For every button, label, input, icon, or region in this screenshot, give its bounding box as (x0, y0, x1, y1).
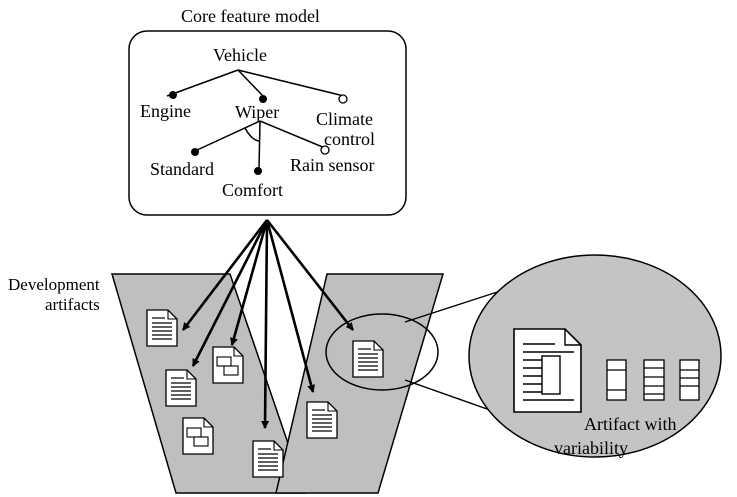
document-icon (306, 401, 338, 439)
model-document-icon (182, 417, 214, 455)
variant-strips (606, 359, 700, 401)
feature-climate-line2: control (324, 129, 375, 149)
feature-engine: Engine (140, 101, 191, 121)
zoom-label-line2: variability (554, 438, 628, 458)
climate-optional-circle (338, 94, 348, 104)
wiper-mandatory-dot (259, 95, 267, 103)
dev-artifacts-label-line2: artifacts (45, 295, 100, 314)
document-icon (352, 340, 384, 378)
trace-arrows (181, 219, 355, 429)
zoom-label-line1: Artifact with (584, 414, 677, 434)
engine-mandatory-dot (169, 91, 177, 99)
variable-artifact-icon (513, 328, 582, 413)
feature-climate-line1: Climate (316, 109, 373, 129)
feature-comfort: Comfort (222, 180, 283, 200)
document-icon (165, 369, 197, 407)
feature-rain-sensor: Rain sensor (290, 155, 375, 175)
feature-standard: Standard (150, 159, 214, 179)
variant-strip-3 (679, 359, 700, 401)
rain-sensor-optional-circle (320, 145, 330, 155)
feature-model-title: Core feature model (181, 6, 320, 26)
document-icon (252, 440, 284, 478)
artifact-panel-right (275, 273, 445, 494)
comfort-mandatory-dot (254, 167, 262, 175)
variant-strip-1 (606, 359, 627, 401)
document-icon (146, 309, 178, 347)
variant-strip-2 (643, 359, 665, 401)
feature-nodes (169, 91, 348, 175)
highlight-ellipse (325, 313, 439, 391)
feature-wiper: Wiper (235, 102, 280, 122)
feature-tree-edges (166, 69, 345, 170)
feature-vehicle: Vehicle (213, 45, 267, 65)
feature-model-box (128, 30, 407, 216)
standard-mandatory-dot (191, 148, 199, 156)
dev-artifacts-label-line1: Development (8, 275, 100, 294)
model-document-icon (212, 346, 244, 384)
